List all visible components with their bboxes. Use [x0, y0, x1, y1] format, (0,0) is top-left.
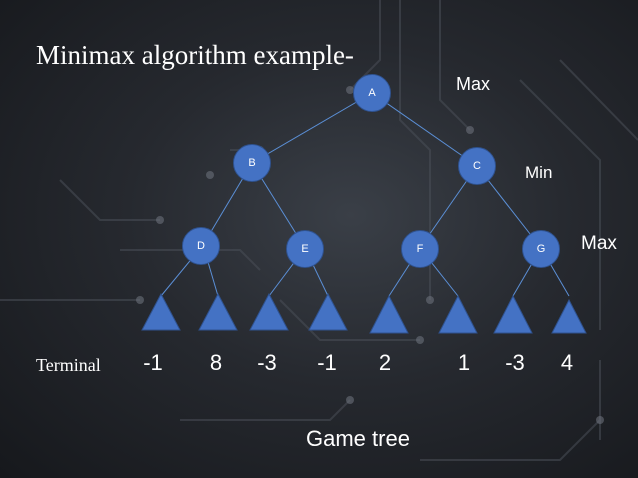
- edge-a-c: [371, 92, 478, 167]
- leaf-triangle-6: [438, 294, 478, 334]
- leaf-triangle-3: [249, 292, 289, 331]
- tree-edges: [160, 92, 570, 297]
- tree-node-d: D: [182, 227, 220, 265]
- level-label-max-leaves: Max: [581, 233, 617, 254]
- terminal-value-2: 8: [209, 350, 223, 375]
- terminal-value-1: -1: [143, 350, 163, 375]
- leaf-triangle-4: [308, 292, 348, 331]
- terminal-value-8: 4: [560, 350, 574, 375]
- terminal-value-6: 1: [457, 350, 471, 375]
- tree-node-e: E: [286, 230, 324, 268]
- terminal-value-5: 2: [378, 350, 392, 375]
- circuit-background-pattern: [0, 0, 638, 461]
- edge-a-b: [251, 92, 373, 164]
- leaf-triangle-5: [369, 294, 409, 334]
- tree-node-f: F: [401, 230, 439, 268]
- tree-node-b: B: [233, 144, 271, 182]
- diagram-caption: Game tree: [306, 426, 410, 451]
- terminal-leaves: [141, 292, 587, 334]
- leaf-triangle-1: [141, 292, 181, 331]
- slide-title: Minimax algorithm example-: [36, 40, 354, 70]
- level-label-max-root: Max: [456, 74, 491, 94]
- terminal-value-4: -1: [317, 350, 337, 375]
- tree-node-a: A: [353, 74, 391, 112]
- tree-node-g: G: [522, 230, 560, 268]
- tree-node-c: C: [458, 147, 496, 185]
- terminal-value-7: -3: [505, 350, 525, 375]
- terminal-value-3: -3: [257, 350, 277, 375]
- terminal-row-label: Terminal: [36, 355, 101, 375]
- level-label-min: Min: [525, 163, 553, 182]
- leaf-triangle-8: [551, 298, 587, 334]
- leaf-triangle-2: [198, 292, 238, 331]
- leaf-triangle-7: [493, 294, 533, 334]
